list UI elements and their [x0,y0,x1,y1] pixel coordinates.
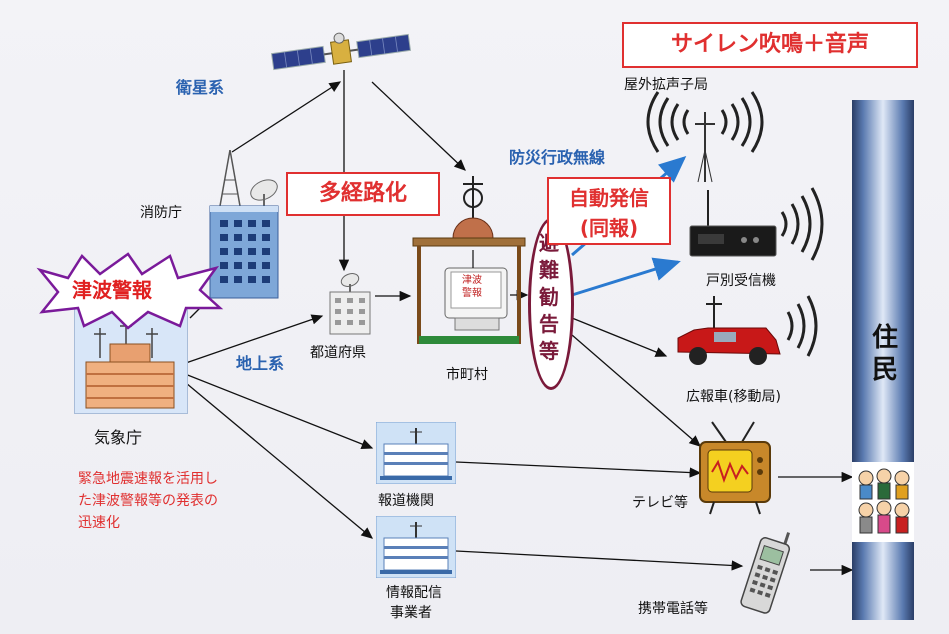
residents-label: 住民 [872,323,899,385]
satellite-icon [270,32,412,71]
info-provider-building-icon [376,516,456,578]
fire-agency-building-icon [209,150,279,299]
outdoor-speaker-label: 屋外拡声子局 [624,77,708,93]
pr-vehicle-icon [677,295,818,365]
tv-icon [699,421,771,515]
siren-voice-box: サイレン吹鳴＋音声 [622,22,918,68]
pr-vehicle-label: 広報車(移動局) [686,389,781,405]
jma-building-icon [85,320,175,409]
prefecture-building-icon [329,273,371,335]
evacuation-label: 避難勧告等 [539,231,559,363]
prefecture-label: 都道府県 [310,345,366,361]
mobile-phone-icon [740,532,791,614]
auto-send-line1: 自動発信 [569,186,649,210]
news-media-label: 報道機関 [378,493,434,509]
tsunami-warning-label: 津波警報 [72,278,152,302]
municipality-label: 市町村 [446,367,488,383]
evacuation-ellipse [528,218,574,390]
info-provider-label-line2: 事業者 [390,605,432,621]
info-provider-label-line1: 情報配信 [386,585,442,601]
tv-label: テレビ等 [632,495,688,511]
outdoor-speaker-tower-icon [646,91,764,183]
home-receiver-icon [689,187,824,261]
tsunami-warning-burst-icon [36,252,224,330]
multi-route-box: 多経路化 [286,172,440,216]
monitor-warning-text: 津波 警報 [462,275,482,299]
auto-send-box: 自動発信 (同報) [547,177,671,245]
auto-send-line2: (同報) [579,216,639,240]
note-line-2: た津波警報等の発表の [78,493,218,509]
note-line-3: 迅速化 [78,515,120,531]
news-media-building-icon [376,422,456,484]
jma-label: 気象庁 [94,428,143,447]
fire-agency-label: 消防庁 [140,205,182,221]
disaster-radio-label: 防災行政無線 [509,148,606,167]
residents-people-icon [852,462,914,542]
municipality-hall-icon [412,176,526,344]
ground-system-label: 地上系 [236,354,285,373]
mobile-label: 携帯電話等 [638,601,708,617]
note-line-1: 緊急地震速報を活用し [78,471,218,487]
satellite-system-label: 衛星系 [176,78,225,97]
home-receiver-label: 戸別受信機 [706,273,776,289]
